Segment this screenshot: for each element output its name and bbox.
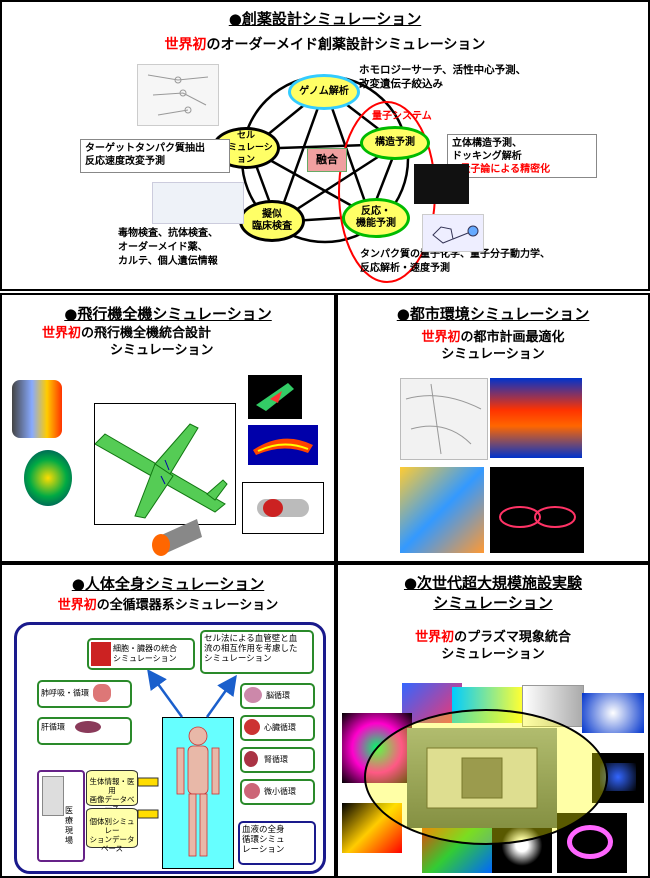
protein-structure-image [414,164,469,204]
genome-note: ホモロジーサーチ、活性中心予測、 改変遺伝子絞込み [359,64,527,90]
turbine-image [12,380,62,438]
city-panel: ●都市環境シミュレーション 世界初の都市計画最適化 シミュレーション [336,293,650,563]
genome-node: ゲノム解析 [288,74,360,110]
function-note: タンパク質の量子化学、量子分子動力学、 反応解析・速度予測 [360,249,550,274]
plasma-image-10 [557,813,627,873]
pathway-map-image [137,64,219,126]
micro-icon [244,783,260,799]
medical-device-image [42,776,64,816]
database-2: 個体別シミュレー ションデータベース [86,808,138,853]
structure-node: 構造予測 [360,126,430,160]
clinical-node: 擬似 臨床検査 [239,200,305,242]
kidney-icon [244,751,258,767]
cell-note-box: ターゲットタンパク質抽出 反応速度改変予測 [80,139,230,173]
city-buildings-image [400,467,484,553]
liver-box: 肝循環 [37,717,132,745]
plasma-title: ●次世代超大規模施設実験 シミュレーション [403,574,583,612]
cell-method-box: セル法による血管壁と血 流の相互作用を考慮した シミュレーション [200,630,314,674]
clinical-note: 毒物検査、抗体検査、 オーダーメイド薬、 カルテ、個人遺伝情報 [118,228,218,267]
drug-design-subtitle: 世界初のオーダーメイド創薬設計シミュレーション [164,37,486,53]
wing-flow-image [248,375,302,419]
engine-image [242,482,324,534]
heat-map-image [490,378,582,458]
quantum-system-label: 量子システム [372,111,432,122]
heart-icon [244,719,260,735]
structure-note-box: 立体構造予測、 ドッキング解析 →量子論による精密化 [447,134,597,178]
human-body-panel: ●人体全身シミュレーション 世界初の全循環器系シミュレーション 細胞・臓器の統合… [0,563,336,878]
drug-design-title: ●創薬設計シミュレーション [228,10,422,28]
lung-box: 肺呼吸・循環 [37,680,132,708]
human-figure [162,717,234,869]
micro-box: 微小循環 [240,779,315,805]
brain-icon [244,687,262,703]
lung-icon [93,684,111,702]
drug-design-panel: ●創薬設計シミュレーション 世界初のオーダーメイド創薬設計シミュレーション ゲノ… [0,0,650,291]
function-node: 反応・ 機能予測 [342,198,410,238]
aircraft-panel: ●飛行機全機シミュレーション 世界初の飛行機全機統合設計 シミュレーション [0,293,336,563]
brain-box: 脳循環 [240,683,315,709]
plasma-panel: ●次世代超大規模施設実験 シミュレーション 世界初のプラズマ現象統合 シミュレー… [336,563,650,878]
plasma-image-4 [582,693,644,733]
database-1: 生体情報・医用 画像データベース [86,770,138,813]
body-arrows [137,668,237,819]
highlight-ellipse [364,709,608,845]
city-map-image [400,378,488,460]
plasma-collage [342,683,644,873]
human-body-title: ●人体全身シミュレーション [71,575,265,593]
aircraft-subtitle: 世界初の飛行機全機統合設計 シミュレーション [42,326,214,358]
fusion-box: 融合 [307,148,347,172]
nozzle-image [147,507,207,557]
city-title: ●都市環境シミュレーション [396,305,590,323]
heart-box: 心臓循環 [240,715,315,741]
molecule-image [422,214,484,252]
cell-organ-image [91,642,111,666]
airfoil-image [248,425,318,465]
medical-site-box: 医 療 現 場 [37,770,85,862]
cell-organ-box: 細胞・臓器の統合 シミュレーション [87,638,195,670]
kidney-box: 腎循環 [240,747,315,773]
wind-flow-image [490,467,584,553]
aircraft-title: ●飛行機全機シミュレーション [64,305,272,323]
plasma-subtitle: 世界初のプラズマ現象統合 シミュレーション [415,630,571,662]
human-body-subtitle: 世界初の全循環器系シミュレーション [57,598,279,613]
city-subtitle: 世界初の都市計画最適化 シミュレーション [421,330,565,362]
document-image [152,182,244,224]
medical-site-label: 医 療 現 場 [65,806,73,845]
blood-box: 血液の全身 循環シミュ レーション [238,821,316,865]
aircraft-mesh-image [94,403,236,525]
fan-blade-image [24,450,72,506]
liver-icon [75,721,101,733]
